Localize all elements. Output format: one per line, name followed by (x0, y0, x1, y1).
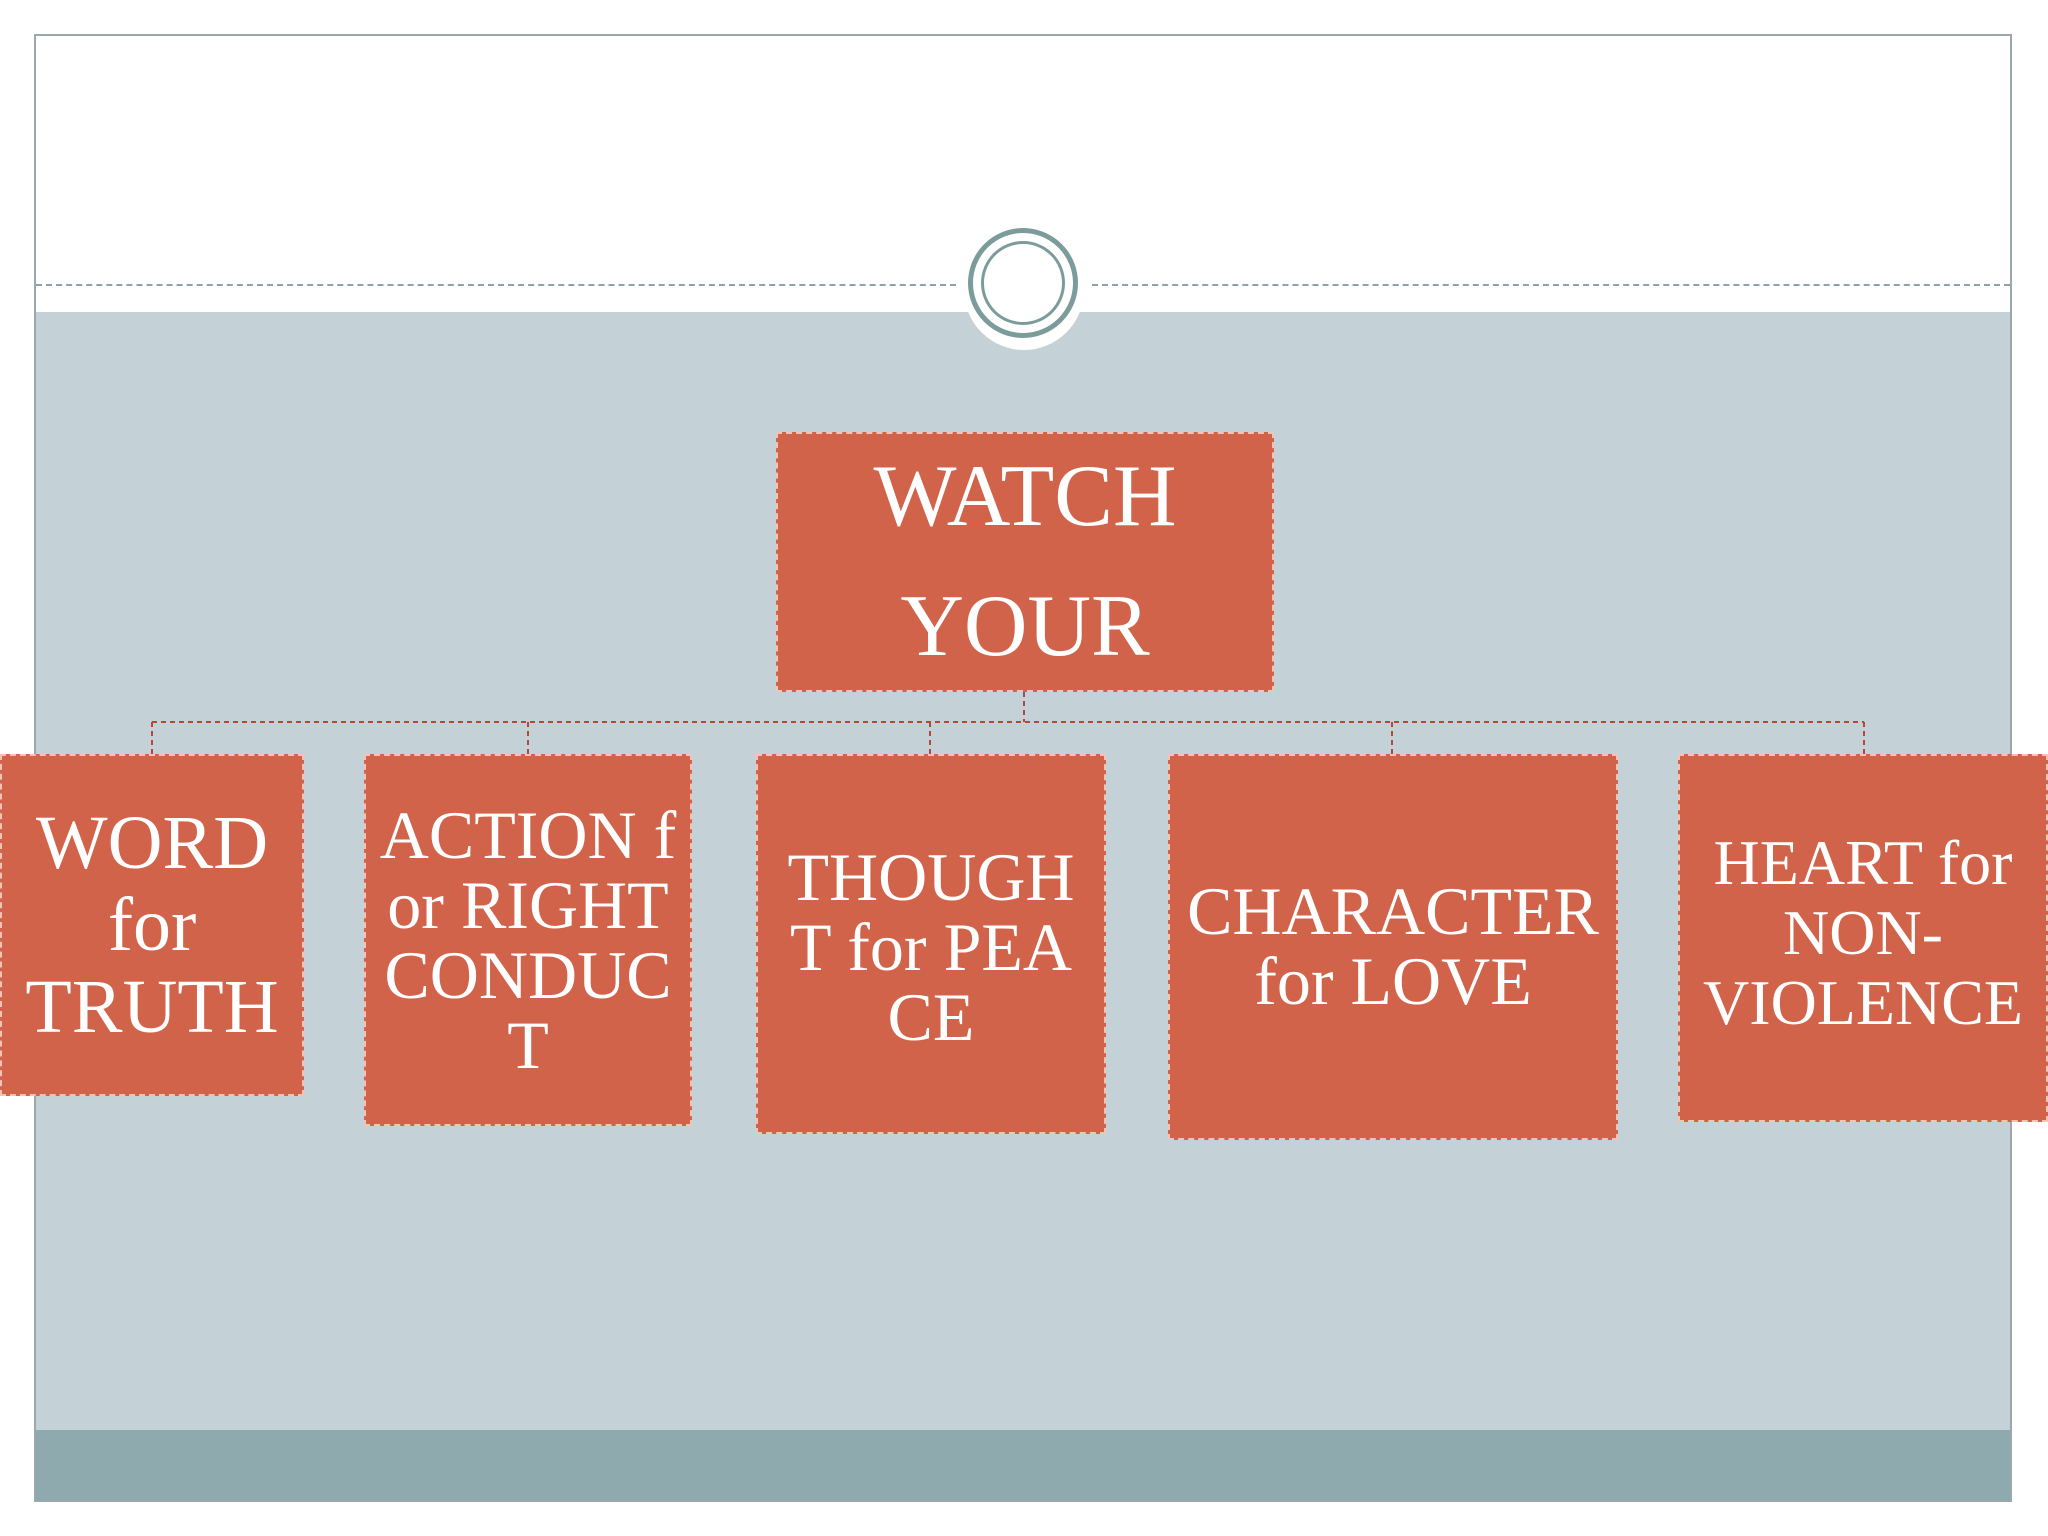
node-watch-your: WATCH YOUR (776, 432, 1274, 692)
node-character-for-love-label: CHARACTER for LOVE (1187, 873, 1599, 1019)
node-action-for-right-conduct: ACTION for RIGHT CONDUCT (364, 754, 692, 1126)
circle-ornament-icon (968, 228, 1078, 338)
node-heart-for-non-violence: HEART for NON-VIOLENCE (1678, 754, 2048, 1122)
node-word-for-truth-label: WORD for TRUTH (25, 801, 279, 1049)
header-rule-left (36, 284, 956, 286)
header-rule-right (1092, 284, 2010, 286)
node-character-for-love: CHARACTER for LOVE (1168, 754, 1618, 1140)
node-heart-for-non-violence-label: HEART for NON-VIOLENCE (1703, 827, 2023, 1038)
slide-footer-bar (34, 1430, 2012, 1502)
node-word-for-truth: WORD for TRUTH (0, 754, 304, 1096)
node-action-for-right-conduct-label: ACTION for RIGHT CONDUCT (379, 797, 677, 1083)
node-thought-for-peace: THOUGHT for PEACE (756, 754, 1106, 1134)
node-thought-for-peace-label: THOUGHT for PEACE (787, 839, 1075, 1055)
node-watch-your-label: WATCH YOUR (873, 448, 1177, 675)
